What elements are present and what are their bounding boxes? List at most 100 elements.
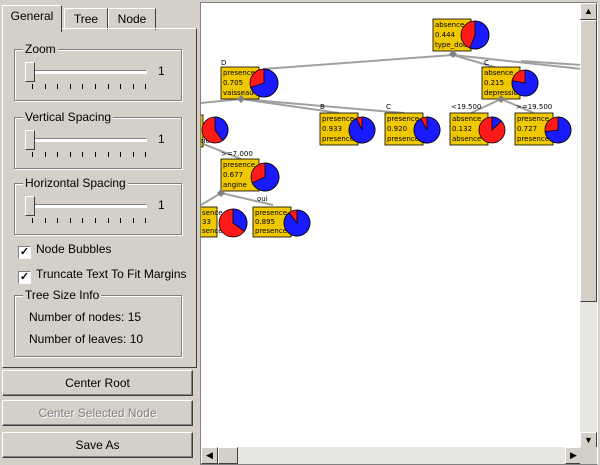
general-tab-page: Zoom 1 Vertical Spacing 1 Horizontal Spa… (2, 28, 197, 368)
tab-general[interactable]: General (2, 5, 62, 32)
node-c-value: 0.215 (484, 79, 504, 87)
slider-tick (69, 218, 71, 223)
node-bubbles-checkbox[interactable]: ✓ Node Bubbles (18, 242, 111, 259)
slider-tick (95, 218, 96, 223)
pie-blue-slice (413, 116, 441, 144)
tree-canvas[interactable]: D C B C <19.500 >=19.500 >=7.000 oui abs… (200, 2, 598, 465)
vertical-spacing-slider-ticks (32, 152, 147, 157)
slider-tick (57, 152, 59, 157)
horizontal-spacing-group: Horizontal Spacing 1 (14, 176, 182, 235)
tree-node-c2[interactable]: presence 0.920 presence (384, 112, 441, 146)
scroll-up-button[interactable]: ▲ (580, 3, 597, 20)
edge-d-left (201, 98, 242, 104)
slider-tick (32, 152, 33, 157)
node-c2-pie (413, 116, 441, 144)
node-c2-value: 0.920 (387, 125, 407, 133)
tree-edges (201, 54, 582, 206)
tree-node-b[interactable]: presence 0.933 presence (319, 112, 376, 146)
tree-node-lt19[interactable]: absence 0.132 absence (449, 112, 506, 146)
tree-size-info-label: Tree Size Info (23, 288, 102, 302)
tree-node-non[interactable]: sence 33 sence (201, 206, 248, 238)
tree-node-c[interactable]: absence 0.215 depressio (481, 66, 539, 100)
node-non-class: sence (202, 209, 223, 217)
node-c-class: absence (484, 69, 513, 77)
edge-label-b: B (320, 103, 325, 111)
horizontal-scroll-thumb[interactable] (218, 447, 238, 464)
edge-ge7-oui (220, 192, 274, 206)
horizontal-spacing-slider-track[interactable] (29, 204, 147, 208)
center-selected-node-button[interactable]: Center Selected Node (2, 400, 193, 426)
horizontal-spacing-slider-thumb[interactable] (25, 196, 35, 216)
slider-tick (44, 152, 46, 157)
node-d-value: 0.705 (223, 79, 243, 87)
tree-node-ge7[interactable]: presence 0.677 angine (220, 158, 280, 192)
truncate-text-checkbox[interactable]: ✓Truncate Text To Fit Margins (18, 267, 187, 284)
edge-label-d: D (221, 59, 226, 67)
slider-tick (120, 84, 122, 89)
zoom-group: Zoom 1 (14, 42, 182, 101)
tree-node-root[interactable]: absence 0.444 type_dou (432, 18, 490, 52)
tree-node-oui[interactable]: presence 0.895 presence (252, 206, 311, 238)
horizontal-spacing-label: Horizontal Spacing (23, 176, 128, 190)
node-ge19-class: presence (517, 115, 549, 123)
scroll-corner (580, 447, 597, 464)
node-root-class: absence (435, 21, 464, 29)
tab-tree[interactable]: Tree (64, 8, 108, 30)
edge-c-lt19 (470, 98, 502, 114)
scroll-left-button[interactable]: ◀ (201, 447, 218, 464)
tree-node-d[interactable]: presence 0.705 vaisseau (220, 66, 279, 100)
edge-c-ge19 (500, 98, 535, 114)
tree-node-ge19[interactable]: presence 0.727 presence (514, 112, 572, 146)
vertical-scrollbar[interactable]: ▲ ▼ (580, 3, 597, 449)
tree-diagram[interactable]: D C B C <19.500 >=19.500 >=7.000 oui abs… (201, 3, 582, 449)
pie-blue-slice (251, 162, 280, 192)
slider-tick (82, 218, 84, 223)
zoom-slider-track[interactable] (29, 70, 147, 74)
vertical-scroll-thumb[interactable] (580, 20, 597, 302)
slider-tick (145, 218, 147, 223)
node-b-class: presence (322, 115, 354, 123)
center-root-button[interactable]: Center Root (2, 370, 193, 396)
zoom-slider-thumb[interactable] (25, 62, 35, 82)
slider-tick (82, 152, 84, 157)
slider-tick (120, 218, 122, 223)
node-oui-value: 0.895 (255, 218, 275, 226)
node-b-value: 0.933 (322, 125, 342, 133)
edge-label-ge7: >=7.000 (221, 150, 253, 158)
horizontal-scrollbar[interactable]: ◀ ▶ (201, 447, 582, 464)
pie-blue-slice (283, 209, 311, 237)
vertical-spacing-slider-thumb[interactable] (25, 130, 35, 150)
tab-node[interactable]: Node (108, 8, 156, 30)
node-lt19-class: absence (452, 115, 481, 123)
truncate-text-check-icon[interactable]: ✓ (18, 271, 31, 284)
scroll-down-button[interactable]: ▼ (580, 432, 597, 449)
slider-tick (69, 84, 71, 89)
pie-blue-slice (214, 116, 229, 142)
split-marker-ge7 (217, 189, 225, 197)
slider-tick (32, 84, 33, 89)
edge-d-c2 (240, 98, 405, 114)
node-ge7-value: 0.677 (223, 171, 243, 179)
edge-root-right (452, 54, 582, 70)
slider-tick (57, 84, 59, 89)
vertical-spacing-slider-track[interactable] (29, 138, 147, 142)
save-as-button[interactable]: Save As (2, 432, 193, 458)
tree-node-left-partial[interactable]: sio (201, 114, 229, 148)
horizontal-spacing-value: 1 (158, 198, 165, 212)
slider-tick (82, 84, 84, 89)
pie-blue-slice (469, 20, 490, 50)
node-bubbles-label: Node Bubbles (36, 242, 112, 256)
pie-blue-slice (232, 208, 248, 232)
edge-label-c2: C (386, 103, 391, 111)
slider-tick (95, 84, 96, 89)
slider-tick (132, 84, 134, 89)
node-lt19-pie (478, 116, 506, 144)
horizontal-spacing-slider-ticks (32, 218, 147, 223)
zoom-slider-ticks (32, 84, 147, 89)
slider-tick (32, 218, 33, 223)
node-b-attr: presence (322, 135, 354, 143)
node-d-class: presence (223, 69, 255, 77)
node-bubbles-check-icon[interactable]: ✓ (18, 246, 31, 259)
node-c-pie (511, 69, 539, 97)
node-left-attr: sio (201, 137, 210, 145)
